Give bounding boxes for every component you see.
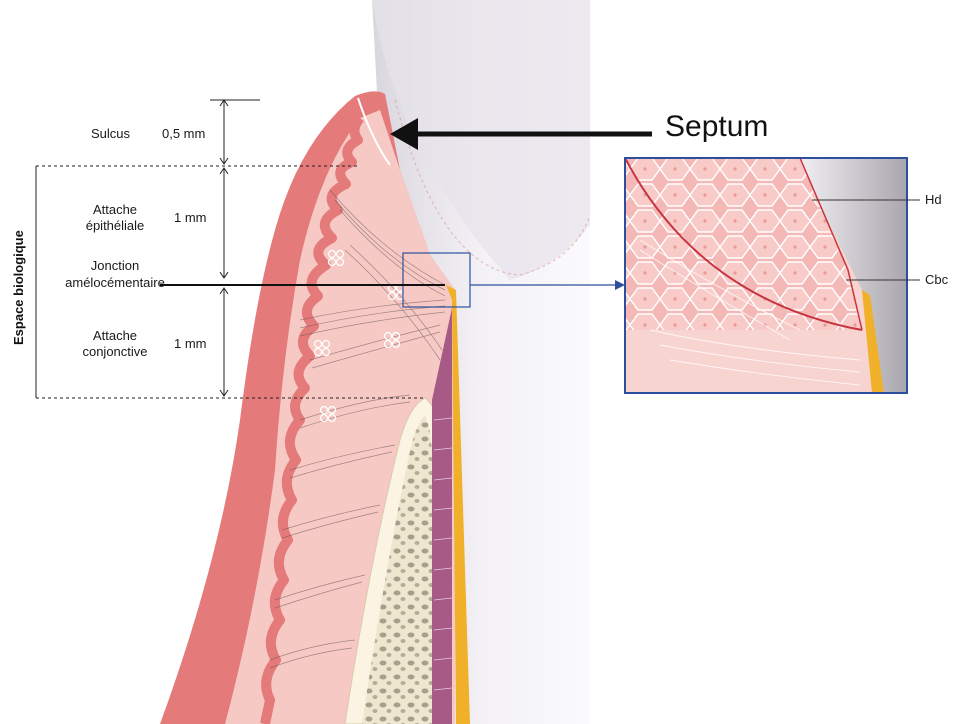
sulcus-measure: 0,5 mm: [162, 126, 205, 141]
attache-epitheliale-line1: Attache: [93, 202, 137, 217]
cbc-label: Cbc: [925, 272, 949, 287]
attache-conjonctive-measure: 1 mm: [174, 336, 207, 351]
espace-biologique-label: Espace biologique: [11, 230, 26, 345]
jonction-line2: amélocémentaire: [65, 275, 165, 290]
attache-epitheliale-measure: 1 mm: [174, 210, 207, 225]
sulcus-label: Sulcus: [91, 126, 131, 141]
septum-label: Septum: [665, 110, 768, 143]
hd-label: Hd: [925, 192, 942, 207]
inset-magnified-view: [625, 158, 907, 393]
attache-conjonctive-line2: conjonctive: [82, 344, 147, 359]
attache-epitheliale-line2: épithéliale: [86, 218, 145, 233]
arrow-right-icon: [615, 280, 625, 290]
jonction-line1: Jonction: [91, 258, 139, 273]
attache-conjonctive-line1: Attache: [93, 328, 137, 343]
